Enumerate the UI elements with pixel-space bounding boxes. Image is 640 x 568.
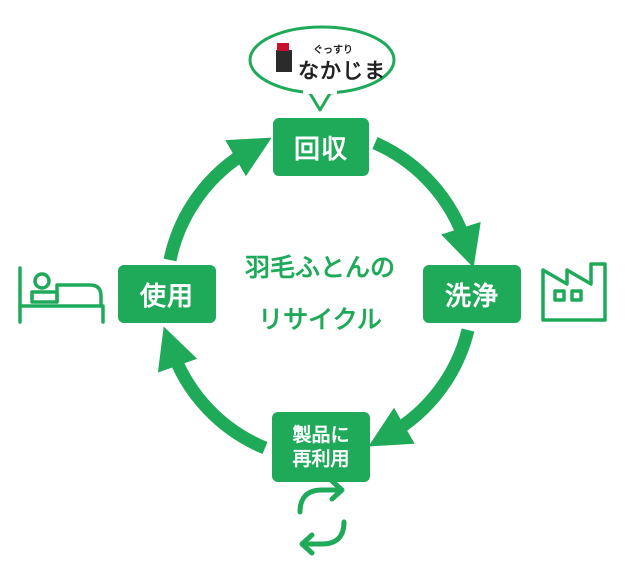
bed-icon <box>18 266 105 324</box>
nakajima-logo-icon <box>276 43 292 72</box>
brand-name: なかじま <box>298 59 386 83</box>
center-title-line2: リサイクル <box>258 305 382 334</box>
cycle-arrow-collect-to-wash <box>372 137 481 268</box>
step-reuse-label-line2: 再利用 <box>292 448 350 470</box>
cycle-arrow-reuse-to-use <box>157 326 268 455</box>
step-wash: 洗浄 <box>423 265 521 323</box>
step-collect: 回収 <box>273 118 369 176</box>
step-use: 使用 <box>118 265 216 323</box>
center-title-line1: 羽毛ふとんの <box>244 253 395 282</box>
cycle-arrow-use-to-collect <box>163 137 272 262</box>
step-collect-label: 回収 <box>293 134 348 165</box>
step-reuse: 製品に 再利用 <box>272 412 370 482</box>
step-use-label: 使用 <box>139 281 194 312</box>
step-reuse-label-line1: 製品に <box>292 424 350 446</box>
recycle-arrows-icon <box>297 478 347 556</box>
step-wash-label: 洗浄 <box>444 281 499 312</box>
cycle-arrow-wash-to-reuse <box>368 328 475 447</box>
factory-icon <box>541 262 607 322</box>
brand-tagline: ぐっすり <box>313 45 353 56</box>
